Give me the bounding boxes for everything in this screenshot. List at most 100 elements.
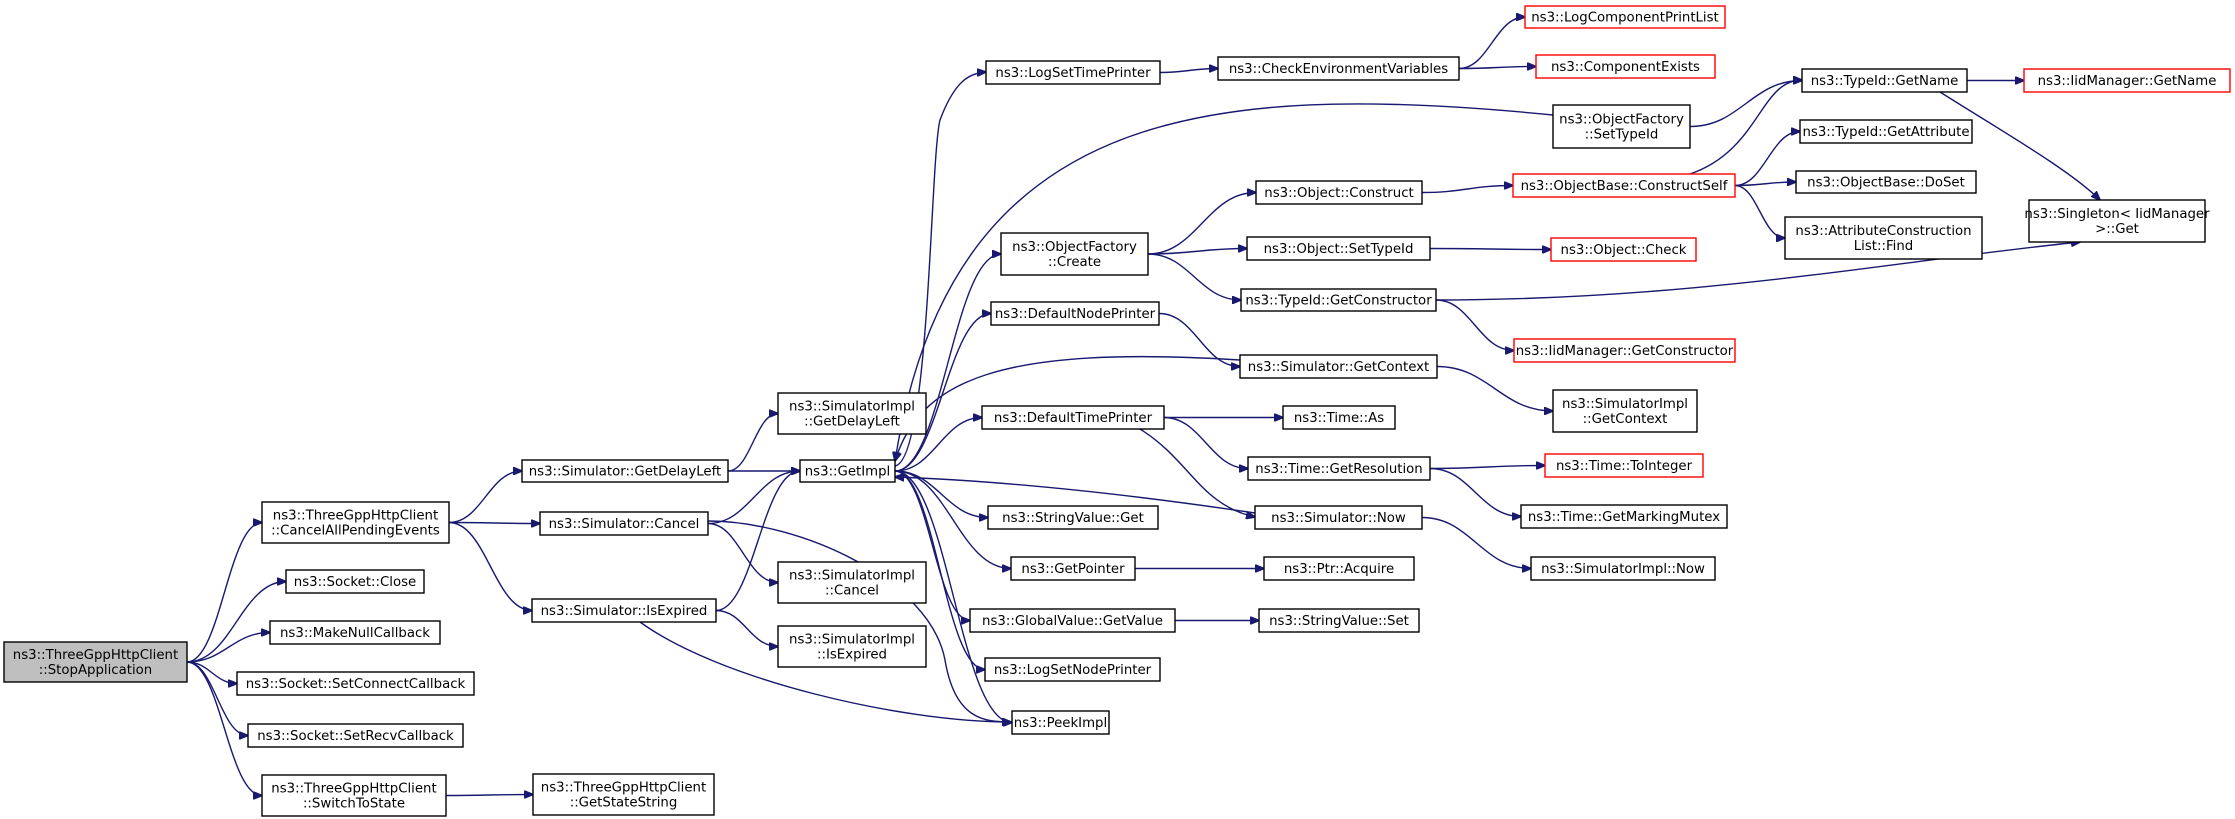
node-ptrAcquire[interactable]: ns3::Ptr::Acquire [1263, 556, 1415, 581]
node-peekImpl[interactable]: ns3::PeekImpl [1011, 710, 1110, 735]
node-label: ns3::ObjectBase::ConstructSelf [1521, 179, 1728, 194]
node-objSetTypeId[interactable]: ns3::Object::SetTypeId [1246, 236, 1431, 261]
edge-line [1458, 17, 1525, 70]
edge-line [1163, 416, 1248, 469]
node-implNow[interactable]: ns3::SimulatorImpl::Now [1530, 556, 1716, 581]
node-label: ns3::SimulatorImpl [789, 633, 915, 648]
edge-simCancel-to-peekImpl [707, 520, 1011, 722]
node-ofCreate[interactable]: ns3::ObjectFactory::Create [1000, 232, 1149, 276]
node-implGetContext[interactable]: ns3::SimulatorImpl::GetContext [1552, 389, 1698, 433]
node-box [1524, 5, 1726, 29]
node-setConnect[interactable]: ns3::Socket::SetConnectCallback [236, 671, 475, 696]
node-label: ::Cancel [825, 584, 879, 599]
node-makeNull[interactable]: ns3::MakeNullCallback [269, 620, 441, 645]
node-box [1000, 232, 1149, 276]
edge-getImpl-to-defaultNodePrinter [894, 314, 991, 472]
edge-line [1689, 80, 1802, 175]
node-label: ::GetContext [1583, 412, 1668, 427]
node-getDelayLeft[interactable]: ns3::Simulator::GetDelayLeft [521, 459, 729, 483]
node-box [3, 641, 188, 683]
node-box [1240, 288, 1437, 312]
node-objBaseConstructSelf[interactable]: ns3::ObjectBase::ConstructSelf [1512, 173, 1736, 198]
node-simNow[interactable]: ns3::Simulator::Now [1254, 505, 1423, 530]
edge-line [448, 471, 522, 524]
node-stringValueGet[interactable]: ns3::StringValue::Get [987, 505, 1159, 530]
node-globalGetValue[interactable]: ns3::GlobalValue::GetValue [969, 608, 1176, 633]
node-label: ns3::StringValue::Get [1002, 511, 1144, 526]
node-typeIdGetName[interactable]: ns3::TypeId::GetName [1801, 68, 1968, 93]
edge-line [1435, 242, 2080, 301]
node-implCancel[interactable]: ns3::SimulatorImpl::Cancel [777, 561, 927, 604]
edge-switchState-to-getStateString [445, 795, 533, 796]
node-cancelAll[interactable]: ns3::ThreeGppHttpClient::CancelAllPendin… [261, 501, 450, 544]
edge-line [639, 621, 1011, 722]
node-implGetDelayLeft[interactable]: ns3::SimulatorImpl::GetDelayLeft [777, 392, 927, 435]
node-objConstruct[interactable]: ns3::Object::Construct [1255, 180, 1423, 205]
node-getImpl[interactable]: ns3::GetImpl [799, 459, 896, 483]
node-objBaseDoSet[interactable]: ns3::ObjectBase::DoSet [1795, 170, 1977, 194]
node-checkEnv[interactable]: ns3::CheckEnvironmentVariables [1217, 56, 1460, 81]
node-stop[interactable]: ns3::ThreeGppHttpClient::StopApplication [3, 641, 188, 683]
node-logCompPrint[interactable]: ns3::LogComponentPrintList [1524, 5, 1726, 29]
node-defaultNodePrinter[interactable]: ns3::DefaultNodePrinter [990, 301, 1160, 326]
node-switchState[interactable]: ns3::ThreeGppHttpClient::SwitchToState [261, 774, 447, 817]
edge-isExpired-to-peekImpl [639, 621, 1011, 722]
node-label: ns3::LogSetNodePrinter [994, 663, 1152, 678]
node-label: ns3::Simulator::GetContext [1248, 360, 1429, 375]
node-timeToInteger[interactable]: ns3::Time::ToInteger [1544, 453, 1704, 478]
edge-line [894, 254, 1001, 472]
edge-objBaseConstructSelf-to-typeIdGetName [1689, 80, 1802, 175]
node-label: ns3::GetPointer [1021, 562, 1125, 577]
edge-defaultTimePrinter-to-timeGetRes [1163, 416, 1248, 469]
node-sockClose[interactable]: ns3::Socket::Close [285, 569, 425, 594]
edge-defaultNodePrinter-to-simGetContext [1158, 312, 1240, 367]
node-label: ns3::PeekImpl [1014, 716, 1107, 731]
edge-timeGetRes-to-timeToInteger [1429, 466, 1545, 469]
node-label: ::SetTypeId [1585, 128, 1659, 143]
edge-line [186, 633, 270, 663]
node-label: ns3::LogComponentPrintList [1531, 11, 1719, 26]
node-simCancel[interactable]: ns3::Simulator::Cancel [539, 511, 709, 536]
edge-stop-to-switchState [186, 661, 262, 796]
edge-ofSetTypeId-to-getImpl [895, 103, 1554, 461]
edge-line [1734, 132, 1800, 187]
edge-objBaseConstructSelf-to-typeIdGetAttr [1734, 132, 1800, 187]
node-logSetTimePrinter[interactable]: ns3::LogSetTimePrinter [985, 60, 1161, 85]
node-box [1552, 389, 1698, 433]
node-timeGetRes[interactable]: ns3::Time::GetResolution [1247, 456, 1431, 481]
node-box [2023, 68, 2231, 93]
node-box [285, 569, 425, 594]
node-logSetNodePrinter[interactable]: ns3::LogSetNodePrinter [984, 657, 1161, 682]
node-box [969, 608, 1176, 633]
node-simGetContext[interactable]: ns3::Simulator::GetContext [1239, 354, 1438, 379]
edge-line [894, 418, 982, 472]
node-compExists[interactable]: ns3::ComponentExists [1535, 54, 1716, 79]
edge-getDelayLeft-to-implGetDelayLeft [727, 414, 778, 472]
edge-ofCreate-to-objConstruct [1147, 193, 1256, 255]
node-iidGetName[interactable]: ns3::IidManager::GetName [2023, 68, 2231, 93]
node-defaultTimePrinter[interactable]: ns3::DefaultTimePrinter [981, 405, 1165, 430]
edge-getImpl-to-ofCreate [894, 254, 1001, 472]
node-label: ns3::ThreeGppHttpClient [541, 781, 706, 796]
node-getPointer[interactable]: ns3::GetPointer [1010, 556, 1136, 581]
node-box [984, 657, 1161, 682]
node-ofSetTypeId[interactable]: ns3::ObjectFactory::SetTypeId [1552, 104, 1691, 149]
node-timeGetMarkingMutex[interactable]: ns3::Time::GetMarkingMutex [1520, 504, 1728, 529]
node-iidGetCtor[interactable]: ns3::IidManager::GetConstructor [1513, 338, 1736, 363]
edge-getImpl-to-getPointer [894, 470, 1011, 569]
node-stringValueSet[interactable]: ns3::StringValue::Set [1258, 608, 1420, 633]
edge-checkEnv-to-compExists [1458, 67, 1536, 69]
node-getStateString[interactable]: ns3::ThreeGppHttpClient::GetStateString [532, 773, 715, 816]
node-setRecv[interactable]: ns3::Socket::SetRecvCallback [247, 723, 464, 748]
edge-line [707, 520, 1011, 722]
edge-simGetContext-to-implGetContext [1436, 365, 1553, 412]
edge-line [448, 523, 540, 524]
node-implIsExpired[interactable]: ns3::SimulatorImpl::IsExpired [777, 625, 927, 668]
node-isExpired[interactable]: ns3::Simulator::IsExpired [531, 598, 717, 623]
node-timeAs[interactable]: ns3::Time::As [1282, 405, 1396, 430]
node-singletonGet[interactable]: ns3::Singleton< IidManager>::Get [2024, 199, 2210, 243]
node-typeIdGetAttr[interactable]: ns3::TypeId::GetAttribute [1799, 119, 1973, 144]
node-objCheck[interactable]: ns3::Object::Check [1550, 237, 1697, 262]
node-typeIdGetCtor[interactable]: ns3::TypeId::GetConstructor [1240, 288, 1437, 312]
